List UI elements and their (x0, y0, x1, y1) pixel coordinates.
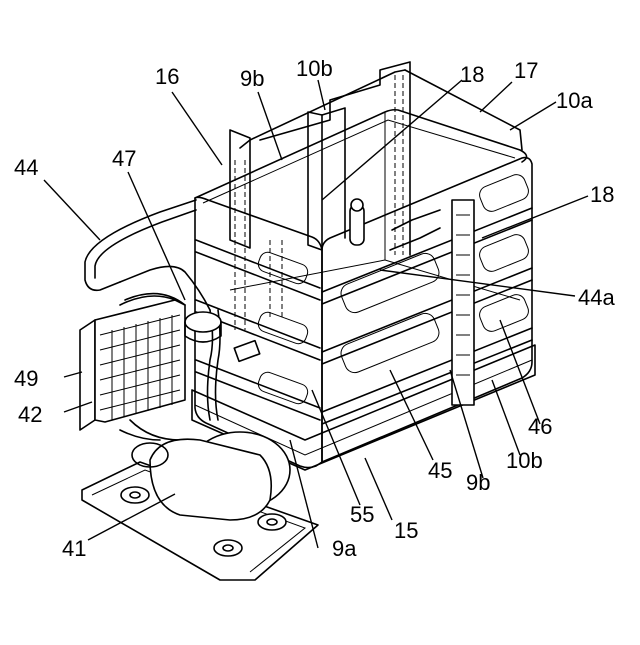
label-42: 42 (18, 402, 42, 427)
label-9a: 9a (332, 536, 357, 561)
label-18-right: 18 (590, 182, 614, 207)
label-41: 41 (62, 536, 86, 561)
drier-valve (185, 312, 260, 361)
label-17: 17 (514, 58, 538, 83)
label-15: 15 (394, 518, 418, 543)
label-44: 44 (14, 155, 38, 180)
top-frame (240, 70, 522, 250)
condenser (80, 294, 185, 440)
label-45: 45 (428, 458, 452, 483)
label-55: 55 (350, 502, 374, 527)
label-10a: 10a (556, 88, 593, 113)
label-16: 16 (155, 64, 179, 89)
label-10b-top: 10b (296, 56, 333, 81)
compressor-assembly (82, 430, 318, 580)
label-49: 49 (14, 366, 38, 391)
label-9b-bottom: 9b (466, 470, 490, 495)
label-47: 47 (112, 146, 136, 171)
label-44a: 44a (578, 285, 615, 310)
label-18-top: 18 (460, 62, 484, 87)
label-9b-top: 9b (240, 66, 264, 91)
label-46: 46 (528, 414, 552, 439)
label-10b-bottom: 10b (506, 448, 543, 473)
